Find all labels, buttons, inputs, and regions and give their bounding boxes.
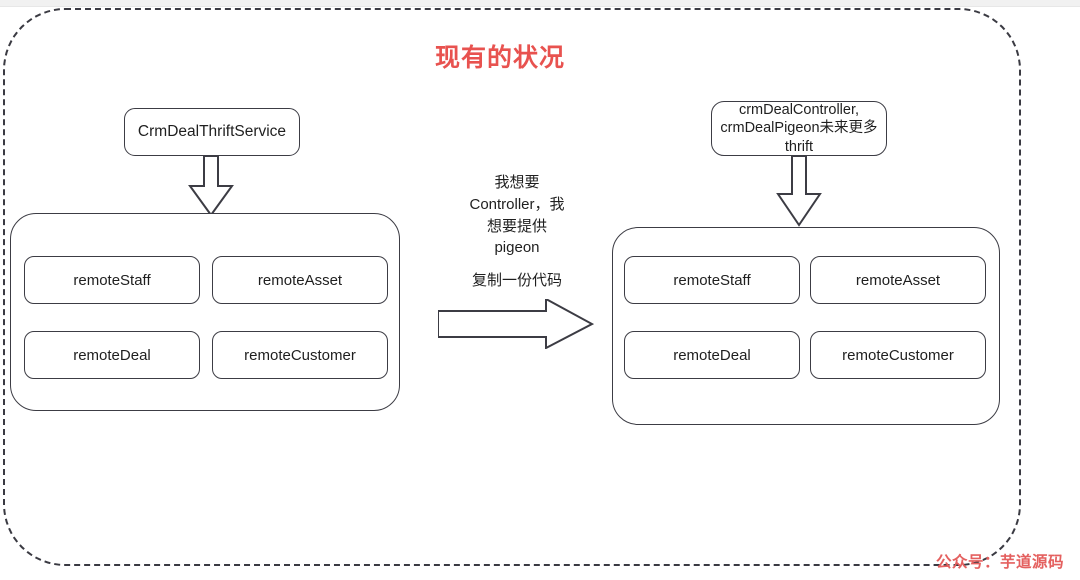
middle-note-line-4: pigeon [494, 239, 540, 257]
right-service-line-2: crmDealPigeon未来更多 [720, 120, 878, 137]
right-remote-box-2[interactable]: remoteAsset [810, 256, 986, 304]
left-remote-box-4[interactable]: remoteCustomer [212, 331, 388, 379]
page-title: 现有的状况 [434, 44, 565, 72]
right-remote-box-1[interactable]: remoteStaff [624, 256, 800, 304]
left-remote-box-2[interactable]: remoteAsset [212, 256, 388, 304]
right-service-box[interactable]: crmDealController, crmDealPigeon未来更多 thr… [711, 101, 887, 156]
left-group-container [10, 213, 400, 411]
right-service-line-1: crmDealController, [738, 102, 860, 119]
middle-note-line-3: 想要提供 [486, 217, 547, 235]
left-remote-box-1[interactable]: remoteStaff [24, 256, 200, 304]
middle-right-arrow-icon [438, 299, 594, 349]
middle-note-want: 我想要 Controller，我 想要提供 pigeon [442, 172, 592, 259]
middle-note-line-1: 我想要 [494, 174, 540, 191]
left-down-arrow-icon [188, 156, 234, 217]
top-window-strip [0, 0, 1080, 7]
right-remote-box-4[interactable]: remoteCustomer [810, 331, 986, 379]
left-remote-box-3[interactable]: remoteDeal [24, 331, 200, 379]
middle-note-copy: 复制一份代码 [471, 272, 562, 289]
right-remote-box-3[interactable]: remoteDeal [624, 331, 800, 379]
right-down-arrow-icon [776, 156, 822, 227]
middle-note-line-2: Controller，我 [469, 195, 565, 213]
right-service-line-3: thrift [784, 138, 814, 155]
watermark: 公众号：芋道源码 [935, 554, 1064, 571]
left-service-box[interactable]: CrmDealThriftService [124, 108, 300, 156]
